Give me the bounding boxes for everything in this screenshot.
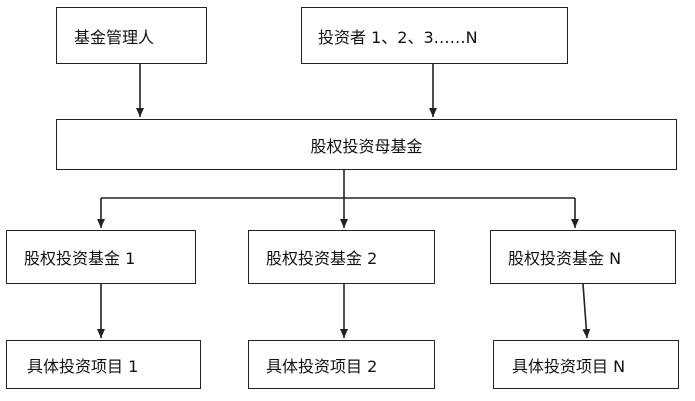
sub-fund-box-n: 股权投资基金 N <box>490 230 676 284</box>
project-label-n: 具体投资项目 N <box>512 356 626 376</box>
investors-label: 投资者 1、2、3……N <box>318 27 478 47</box>
sub-fund-label-n: 股权投资基金 N <box>508 249 622 268</box>
fund-manager-label: 基金管理人 <box>74 27 155 47</box>
sub-fund-box-1: 股权投资基金 1 <box>6 230 196 284</box>
project-label-2: 具体投资项目 2 <box>266 356 378 376</box>
sub-fund-label-1: 股权投资基金 1 <box>24 249 136 268</box>
arrow-fund-n-to-project-n <box>582 283 591 339</box>
project-label-1: 具体投资项目 1 <box>27 356 139 376</box>
investors-box: 投资者 1、2、3……N <box>301 7 568 64</box>
sub-fund-label-2: 股权投资基金 2 <box>266 249 378 268</box>
project-box-2: 具体投资项目 2 <box>248 340 435 389</box>
fund-of-funds-box: 股权投资母基金 <box>56 119 677 170</box>
project-box-1: 具体投资项目 1 <box>6 340 201 389</box>
sub-fund-box-2: 股权投资基金 2 <box>248 230 435 284</box>
project-box-n: 具体投资项目 N <box>493 340 679 389</box>
fund-manager-box: 基金管理人 <box>56 7 207 64</box>
fund-of-funds-label: 股权投资母基金 <box>310 136 423 156</box>
